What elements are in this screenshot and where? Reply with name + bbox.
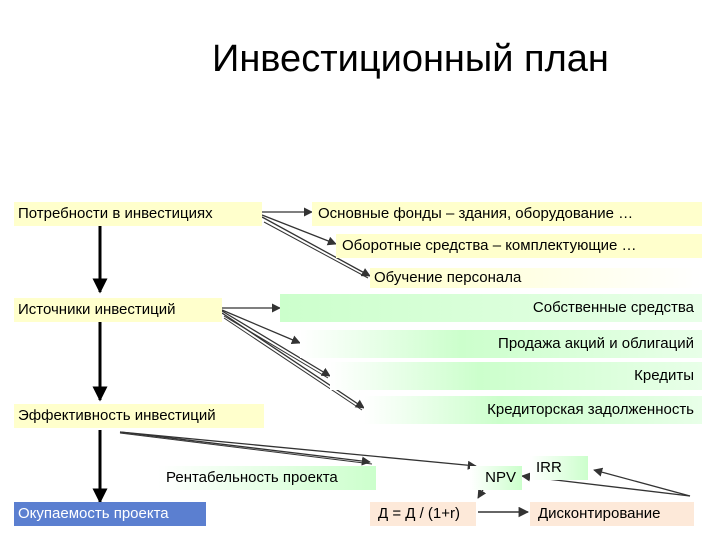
arrow-efficiency-profitability [119,431,371,466]
irr-box: IRR [530,456,588,480]
discount-formula-box: Д = Д / (1+r) [370,502,476,526]
payback-box: Окупаемость проекта [14,502,206,526]
needs-item-training: Обучение персонала [370,268,702,288]
sources-item-shares-bonds: Продажа акций и облигаций [300,330,702,358]
discounting-box: Дисконтирование [530,502,694,526]
sources-box: Источники инвестиций [14,298,222,322]
needs-item-fixed-assets: Основные фонды – здания, оборудование … [312,202,702,226]
efficiency-box: Эффективность инвестиций [14,404,264,428]
profitability-box: Рентабельность проекта [158,466,376,490]
sources-item-credits: Кредиты [330,362,702,390]
needs-item-working-capital: Оборотные средства – комплектующие … [336,234,702,258]
page-title: Инвестиционный план [212,38,609,80]
arrow-discounting-irr [593,467,691,497]
arrow-needs-working [261,214,337,246]
npv-box: NPV [470,466,522,490]
sources-item-own-funds: Собственные средства [280,294,702,322]
arrow-sources-credits [221,310,331,377]
arrow-efficiency-npv [119,431,477,470]
arrow-sources-shares [221,309,301,344]
arrow-needs-training [261,216,371,277]
sources-item-payables: Кредиторская задолженность [364,396,702,424]
needs-box: Потребности в инвестициях [14,202,262,226]
